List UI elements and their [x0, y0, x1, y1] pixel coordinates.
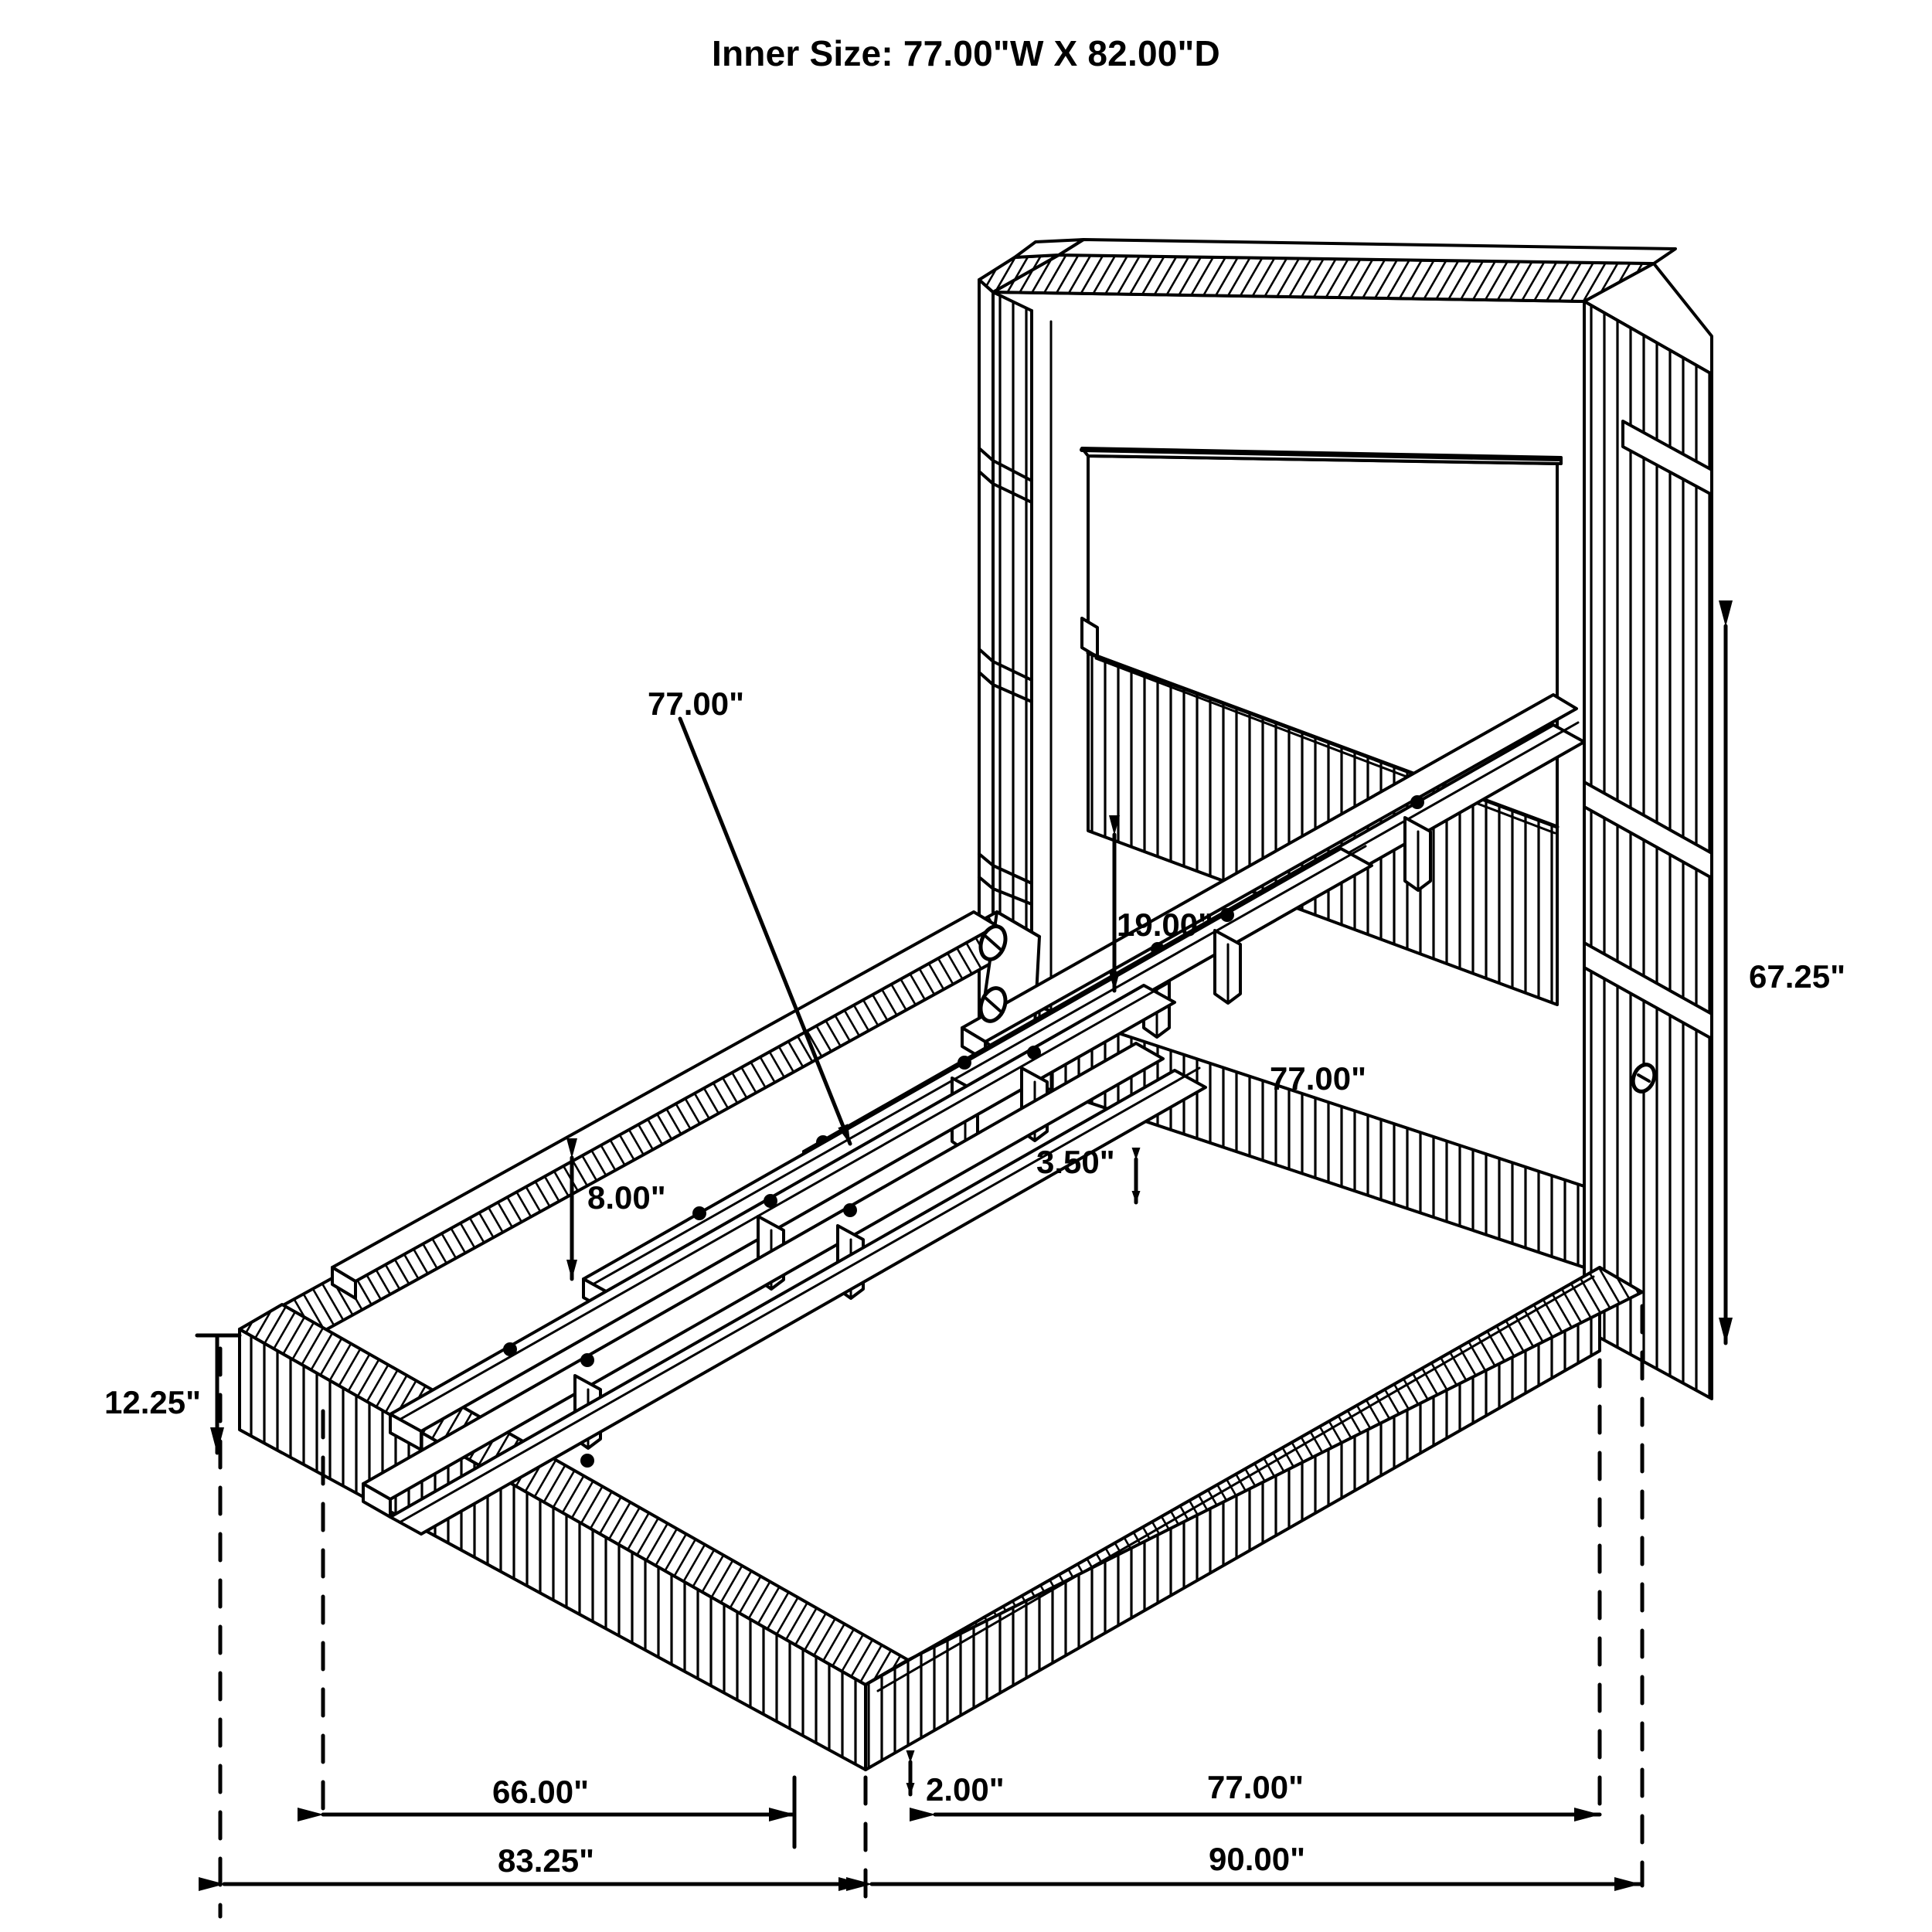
bed-frame-base [238, 693, 1644, 1771]
support-leg [1213, 929, 1242, 1005]
footboard-inner-ledger [362, 1042, 1165, 1519]
rail-bolt-holes [978, 924, 1008, 1023]
dimension-label-inner-width: 77.00" [1270, 1060, 1367, 1097]
screw-hole-icon [1410, 795, 1424, 809]
screw-hole-icon [1027, 1046, 1041, 1060]
dimension-label-footboard-offset: 2.00" [926, 1771, 1005, 1808]
screw-hole-icon [1220, 908, 1234, 922]
dimension-label-slat-width: 77.00" [648, 685, 745, 722]
right-front-rail [864, 1266, 1644, 1771]
screw-hole-icon [580, 1454, 594, 1468]
screw-hole-icon [957, 1056, 971, 1070]
extension-lines [218, 1304, 1645, 1919]
dimension-lines [195, 600, 1733, 1919]
dimension-label-headboard-height: 67.25" [1749, 958, 1846, 995]
page-title: Inner Size: 77.00"W X 82.00"D [712, 33, 1220, 73]
leader-line-slat-width [678, 716, 852, 1146]
dimension-label-overall-length: 83.25" [498, 1842, 595, 1879]
screw-hole-icon [580, 1353, 594, 1367]
dimension-label-overall-width-top: 77.00" [1207, 1769, 1304, 1805]
screw-hole-icon [692, 1206, 706, 1220]
support-leg [1403, 816, 1432, 892]
near-ledger-rail [389, 1066, 1207, 1536]
dimension-label-platform-length: 66.00" [492, 1774, 590, 1810]
screw-hole-icon [503, 1342, 517, 1356]
slat-assembly [362, 721, 1586, 1536]
dimension-label-overall-width-bottom: 90.00" [1209, 1841, 1306, 1877]
dimension-label-leg-height: 3.50" [1036, 1144, 1115, 1180]
headboard-right-post [1583, 300, 1713, 1400]
dimension-label-slat-drop: 8.00" [587, 1179, 666, 1216]
screw-hole-icon [764, 1194, 777, 1208]
dimension-label-headboard-panel: 19.00" [1117, 906, 1214, 943]
dimension-label-rail-height: 12.25" [104, 1384, 202, 1420]
screw-hole-icon [843, 1203, 857, 1217]
